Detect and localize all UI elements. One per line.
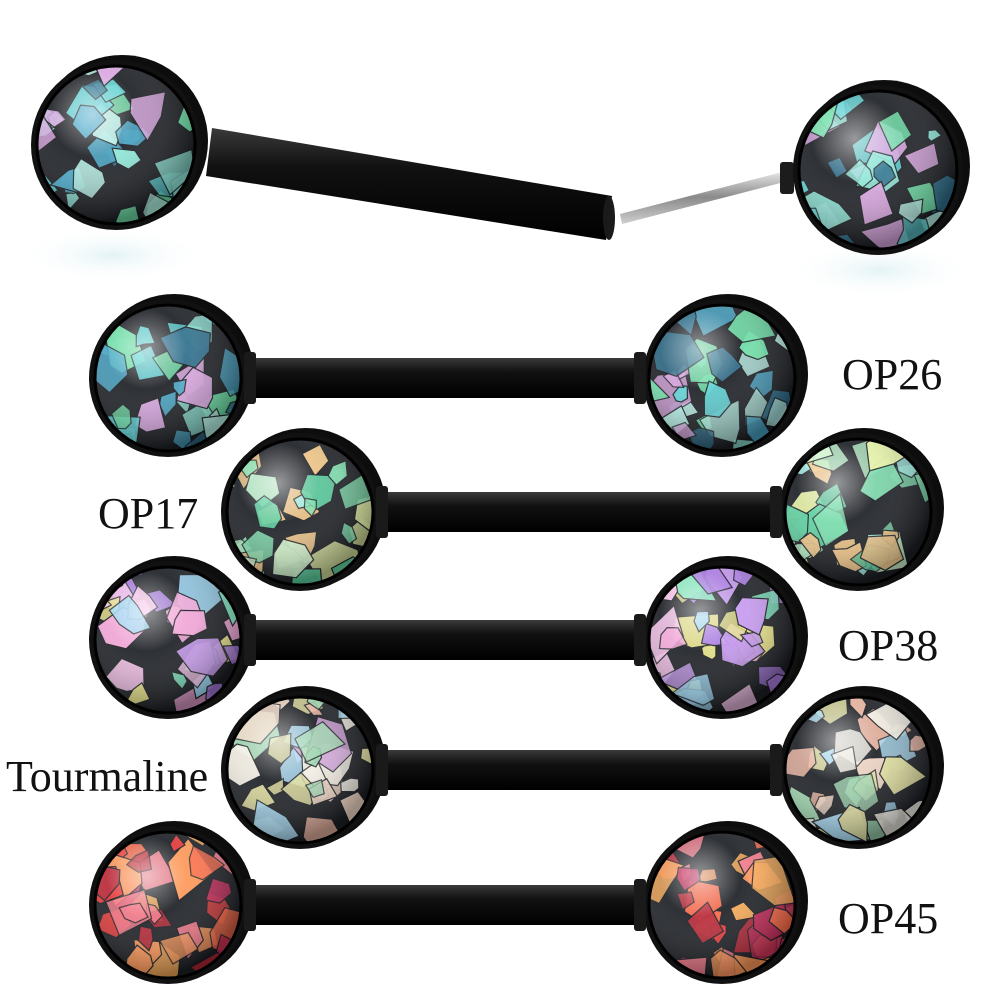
barbell-op38-left-ball xyxy=(89,556,254,719)
top-pin xyxy=(620,170,792,224)
barbell-op17-left-ball xyxy=(221,428,386,591)
barbell-op26-left-ball xyxy=(89,294,254,457)
label-op38: OP38 xyxy=(838,621,939,670)
barbell-op17-shaft xyxy=(376,486,782,538)
barbell-op38-shaft xyxy=(244,614,646,666)
top-bar-end xyxy=(603,196,615,240)
label-op26: OP26 xyxy=(842,350,943,399)
barbell-op45-right-ball xyxy=(643,821,808,984)
barbell-op45-shaft xyxy=(244,879,646,931)
label-tourmaline: Tourmaline xyxy=(6,752,209,801)
label-op17: OP17 xyxy=(98,489,199,538)
top-right-ball xyxy=(793,80,970,255)
label-op45: OP45 xyxy=(838,894,939,943)
barbell-op38-right-ball xyxy=(643,556,808,719)
reflection-left xyxy=(17,227,207,283)
barbell-op26-right-ball xyxy=(643,294,808,457)
barbell-op26-shaft xyxy=(244,352,646,404)
barbell-tourmaline-shaft xyxy=(376,744,782,796)
top-left-ball xyxy=(31,55,208,230)
barbell-op17-right-ball xyxy=(779,428,944,591)
barbell-op45-left-ball xyxy=(89,821,254,984)
reflection-right xyxy=(785,242,975,298)
barbell-tourmaline-right-ball xyxy=(779,686,944,849)
top-bar-shaft xyxy=(206,128,612,240)
top-pin-collar xyxy=(780,162,794,194)
barbell-tourmaline-left-ball xyxy=(221,686,386,849)
